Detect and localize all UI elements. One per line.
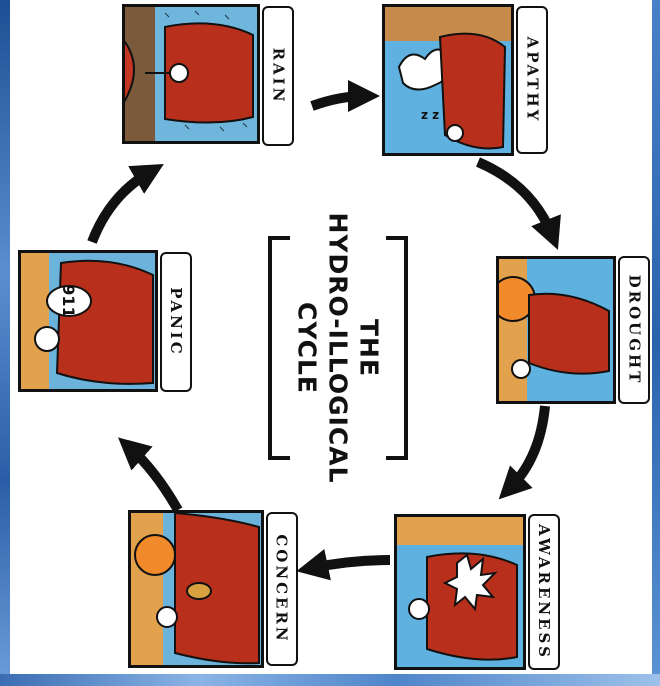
arrow-apathy-to-drought (476, 157, 561, 250)
stage-label-drought: DROUGHT (618, 256, 650, 404)
stage-label-apathy-text: APATHY (523, 36, 541, 124)
title-text-block: THE HYDRO-ILLOGICAL CYCLE (292, 212, 385, 483)
arrow-rain-to-apathy (310, 80, 380, 113)
arrow-panic-to-rain (87, 164, 164, 244)
panel-concern (128, 510, 264, 668)
frame-right-edge (652, 0, 660, 686)
panel-panic: 911 (18, 250, 158, 392)
panel-awareness (394, 514, 526, 670)
stage-label-concern-text: CONCERN (273, 534, 292, 644)
stage-label-apathy: APATHY (516, 6, 548, 154)
title-bracket-right (386, 236, 408, 460)
stage-label-awareness: AWARENESS (528, 514, 560, 670)
stage-label-drought-text: DROUGHT (625, 274, 644, 386)
stage-label-rain: RAIN (262, 6, 294, 146)
panel-rain (122, 4, 260, 144)
title-line-3: CYCLE (292, 302, 322, 394)
title-bracket-left (268, 236, 290, 460)
panel-apathy: z z (382, 4, 514, 156)
frame-bottom-edge (0, 674, 660, 686)
stage-label-rain-text: RAIN (269, 47, 287, 105)
cycle-title: THE HYDRO-ILLOGICAL CYCLE (268, 212, 408, 484)
panel-drought (496, 256, 616, 404)
panic-speech-text: 911 (59, 284, 78, 317)
title-line-2: HYDRO-ILLOGICAL (323, 212, 353, 484)
stage-label-panic-text: PANIC (167, 287, 185, 357)
svg-text:z z: z z (421, 108, 439, 122)
stage-label-awareness-text: AWARENESS (535, 524, 554, 660)
frame-left-edge (0, 0, 10, 686)
arrow-concern-to-panic (117, 437, 183, 513)
arrow-awareness-to-concern (296, 549, 391, 581)
title-line-1: THE (354, 318, 384, 378)
stage-label-panic: PANIC (160, 252, 192, 392)
stage-label-concern: CONCERN (266, 512, 298, 666)
arrow-drought-to-awareness (498, 405, 550, 500)
